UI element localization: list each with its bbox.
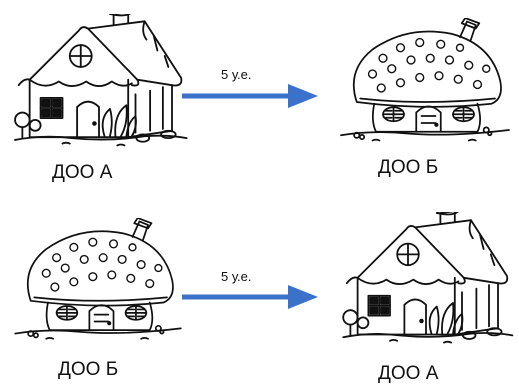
mushroom-house-icon: [330, 18, 519, 158]
cost-label: 5 у.е.: [221, 67, 252, 82]
cottage-house-icon: [336, 212, 516, 358]
arrow-right-icon: [182, 285, 318, 309]
to-label: ДОО А: [378, 363, 439, 384]
cost-label: 5 у.е.: [221, 269, 252, 284]
mushroom-house-icon: [8, 218, 188, 356]
from-label: ДОО Б: [58, 359, 119, 380]
arrow-right-icon: [182, 84, 318, 108]
to-label: ДОО Б: [378, 157, 439, 178]
cottage-house-icon: [4, 14, 194, 160]
from-label: ДОО А: [52, 162, 113, 183]
